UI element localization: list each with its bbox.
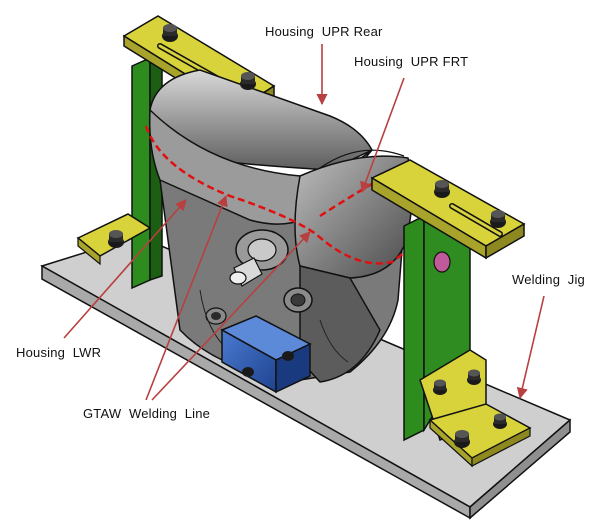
label-housing-upr-frt: Housing UPR FRT — [354, 54, 469, 69]
bolt-icon — [434, 180, 450, 198]
bolt-icon — [108, 230, 124, 248]
bolt-icon — [162, 24, 178, 42]
arrow-housing-lwr — [63, 199, 187, 339]
arrow-welding-jig — [516, 295, 545, 400]
bolt-icon — [454, 430, 470, 448]
callout-arrows — [63, 44, 545, 401]
blue-block — [220, 315, 312, 394]
bolt-icon — [240, 72, 256, 90]
label-welding-jig: Welding Jig — [512, 272, 585, 287]
label-housing-upr-rear: Housing UPR Rear — [265, 24, 383, 39]
bolt-icon — [493, 413, 507, 429]
label-housing-lwr: Housing LWR — [16, 345, 102, 360]
arrow-gtaw-1 — [145, 194, 228, 401]
arrow-upr-frt — [360, 77, 405, 194]
label-gtaw-welding-line: GTAW Welding Line — [83, 406, 211, 421]
pin-icon — [433, 251, 451, 273]
bolt-icon — [490, 210, 506, 228]
bolt-icon — [433, 379, 447, 395]
upright-left — [76, 56, 163, 290]
bolts — [108, 24, 507, 448]
arrow-gtaw-2 — [151, 231, 311, 401]
clamp-top-right — [370, 159, 526, 260]
bolt-icon — [467, 369, 481, 385]
